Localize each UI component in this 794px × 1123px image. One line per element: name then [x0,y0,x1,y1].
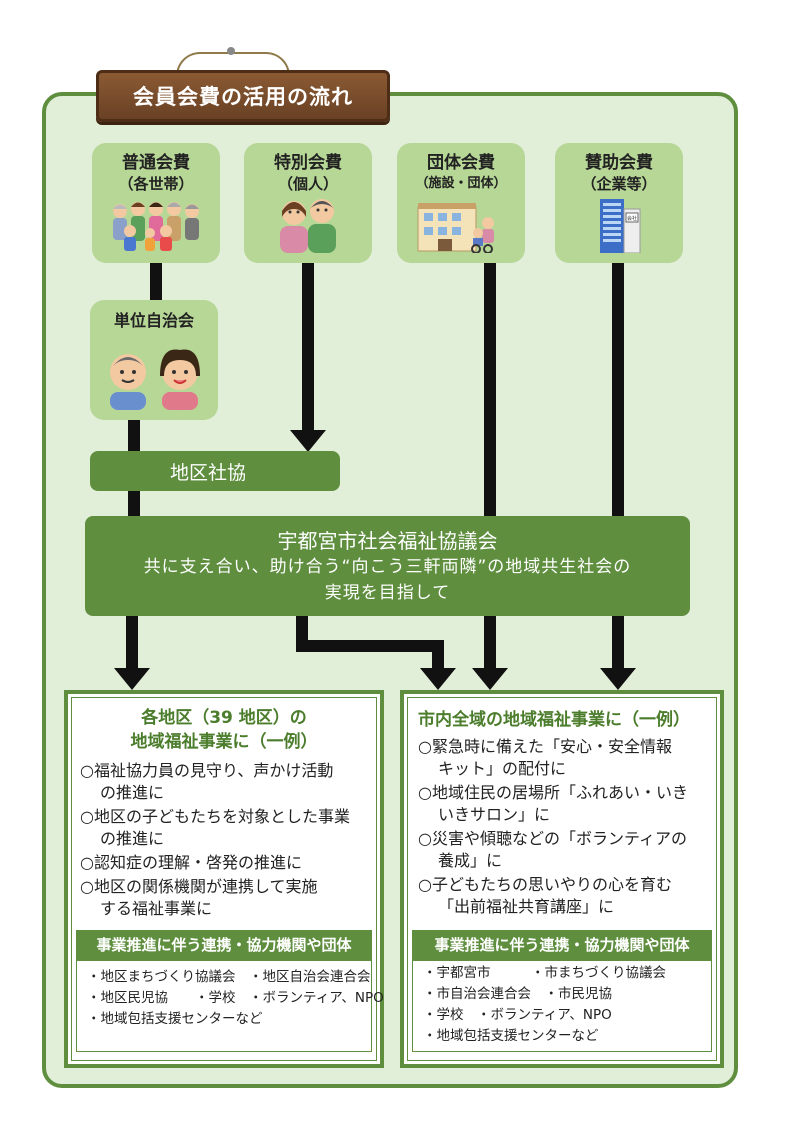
council-slogan-line2: 実現を目指して [324,583,451,603]
svg-text:会社: 会社 [627,215,637,222]
left-partners-heading: 事業推進に伴う連携・協力機関や団体 [76,930,372,960]
connector-line [126,616,138,668]
connector-line [296,640,444,652]
list-item: ○子どもたちの思いやりの心を育む「出前福祉共育講座」に [418,875,672,916]
page-title: 会員会費の活用の流れ [96,70,390,122]
list-item: ○地区の関係機関が連携して実施する福祉事業に [80,877,318,918]
list-item: ○地区の子どもたちを対象とした事業の推進に [80,807,350,848]
partner-line: ・学校 ・ボランティア、NPO [423,1007,612,1023]
right-panel-list: ○緊急時に備えた「安心・安全情報キット」の配付に ○地域住民の居場所「ふれあい・… [418,736,716,920]
list-item: ○災害や傾聴などの「ボランティアの養成」に [418,829,688,870]
left-panel-title: 各地区（39 地区）の 地域福祉事業に（一例） [130,708,318,752]
partner-line: ・地域包括支援センターなど [87,1011,263,1027]
list-item: ○認知症の理解・啓発の推進に [80,853,302,872]
arrow-head-icon [600,668,636,690]
source-name: 普通会費 [122,153,190,173]
jichikai-name: 単位自治会 [113,311,194,330]
partner-line: ・地区民児協 ・学校 ・ボランティア、NPO [87,990,384,1006]
partner-line: ・地域包括支援センターなど [423,1028,599,1044]
partner-line: ・宇都宮市 ・市まちづくり協議会 [423,965,666,981]
nail-icon [227,47,235,55]
chiku-shakyo-bar: 地区社協 [90,451,340,491]
connector-line [128,491,140,516]
source-name: 賛助会費 [585,153,653,173]
source-sub: （施設・団体） [415,176,507,191]
connector-line [612,263,624,516]
source-sub: （個人） [277,175,338,193]
left-partners-box: ・地区まちづくり協議会 ・地区自治会連合会 ・地区民児協 ・学校 ・ボランティア… [76,960,384,1052]
council-slogan-line1: 共に支え合い、助け合う“向こう三軒両隣”の地域共生社会の [143,557,632,577]
connector-line [612,616,624,668]
source-card-regular: 普通会費 （各世帯） [92,143,220,263]
source-sub: （各世帯） [118,175,194,193]
arrow-head-icon [114,668,150,690]
city-council-bar: 宇都宮市社会福祉協議会 共に支え合い、助け合う“向こう三軒両隣”の地域共生社会の… [85,516,690,616]
right-panel-title: 市内全域の地域福祉事業に（一例） [418,710,690,730]
source-card-support: 賛助会費 （企業等） 会社 [555,143,683,263]
list-item: ○福祉協力員の見守り、声かけ活動の推進に [80,761,334,802]
arrow-head-icon [290,430,326,452]
source-name: 特別会費 [274,153,342,173]
source-card-special: 特別会費 （個人） [244,143,372,263]
arrow-head-icon [472,668,508,690]
right-panel: 市内全域の地域福祉事業に（一例） ○緊急時に備えた「安心・安全情報キット」の配付… [400,690,724,1068]
right-partners-heading: 事業推進に伴う連携・協力機関や団体 [412,930,712,960]
source-card-group: 団体会費 （施設・団体） [397,143,525,263]
left-panel-list: ○福祉協力員の見守り、声かけ活動の推進に ○地区の子どもたちを対象とした事業の推… [80,760,376,922]
connector-line [432,640,444,668]
family-icon [92,197,220,253]
connector-line [484,616,496,668]
list-item: ○地域住民の居場所「ふれあい・いきいきサロン」に [418,783,688,824]
list-item: ○緊急時に備えた「安心・安全情報キット」の配付に [418,737,672,778]
partner-line: ・市自治会連合会 ・市民児協 [423,986,612,1002]
connector-line [484,263,496,516]
partner-line: ・地区まちづくり協議会 ・地区自治会連合会 [87,969,371,985]
connector-line [150,263,162,300]
arrow-head-icon [420,668,456,690]
office-building-icon: 会社 [555,195,683,253]
source-name: 団体会費 [427,153,495,173]
couple-icon [244,195,372,253]
right-partners-box: ・宇都宮市 ・市まちづくり協議会 ・市自治会連合会 ・市民児協 ・学校 ・ボラン… [412,960,712,1052]
source-sub: （企業等） [581,175,657,193]
jichikai-card: 単位自治会 [90,300,218,420]
facility-icon [397,197,525,253]
connector-line [296,616,308,646]
connector-line [302,263,314,431]
left-panel: 各地区（39 地区）の 地域福祉事業に（一例） ○福祉協力員の見守り、声かけ活動… [64,690,384,1068]
chiku-shakyo-label: 地区社協 [170,461,247,484]
residents-icon [90,342,218,410]
connector-line [128,420,140,451]
council-name: 宇都宮市社会福祉協議会 [277,529,498,553]
